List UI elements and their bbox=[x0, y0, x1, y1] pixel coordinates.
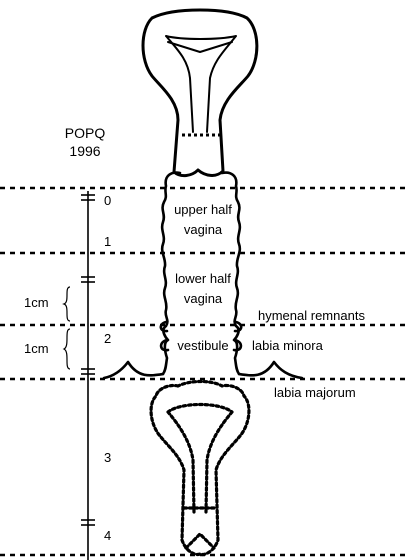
labia-majorum-right bbox=[239, 362, 302, 378]
upper-vagina-label-1: upper half bbox=[174, 202, 232, 217]
stage-label-2: 2 bbox=[104, 331, 111, 346]
cm-brace-lower bbox=[64, 329, 70, 369]
hymenal-remnants-label: hymenal remnants bbox=[258, 308, 365, 323]
cm-brace-upper bbox=[64, 287, 70, 321]
upper-vagina-label-2: vagina bbox=[184, 222, 223, 237]
stage-label-1: 1 bbox=[104, 234, 111, 249]
uterus-outline bbox=[143, 10, 257, 176]
lower-vagina-label-2: vagina bbox=[184, 291, 223, 306]
prolapsed-uterus-outline bbox=[151, 382, 249, 555]
stage-label-4: 4 bbox=[104, 528, 111, 543]
prolapsed-cervix-base bbox=[186, 534, 214, 548]
popq-title: POPQ bbox=[65, 125, 106, 141]
labia-minora-label: labia minora bbox=[252, 338, 324, 353]
vestibule-label: vestibule bbox=[177, 338, 228, 353]
stage-label-3: 3 bbox=[104, 450, 111, 465]
lower-vagina-label-1: lower half bbox=[175, 271, 231, 286]
popq-year: 1996 bbox=[69, 143, 100, 159]
labia-majorum-label: labia majorum bbox=[274, 385, 356, 400]
scale-label-upper: 1cm bbox=[24, 295, 49, 310]
labia-majorum-left bbox=[104, 362, 163, 378]
scale-label-lower: 1cm bbox=[24, 341, 49, 356]
stage-label-0: 0 bbox=[104, 193, 111, 208]
